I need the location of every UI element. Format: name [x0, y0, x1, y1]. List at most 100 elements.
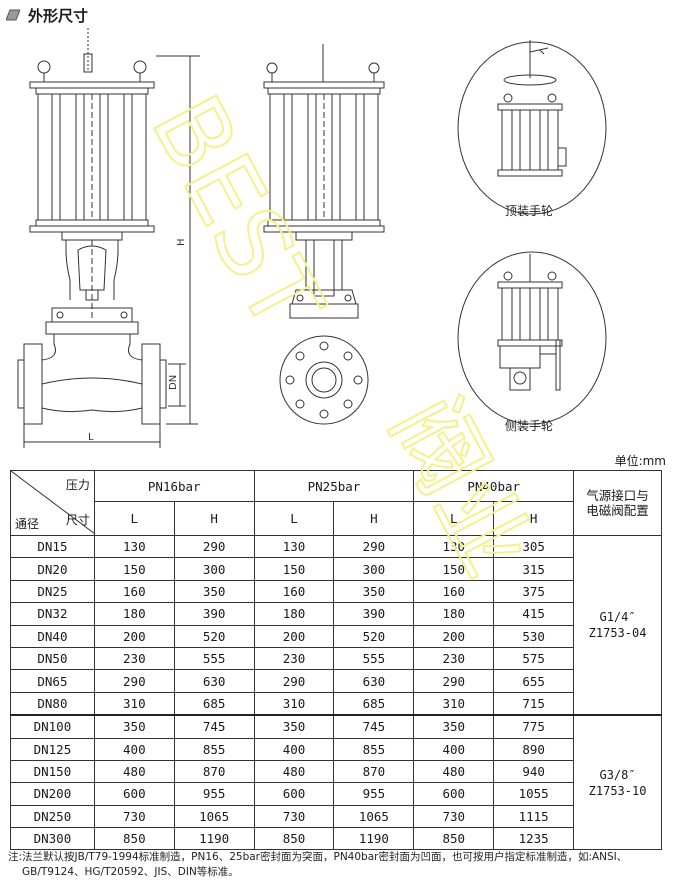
dimension-cell: 955	[173, 782, 255, 806]
corner-bore-label: 通径	[15, 517, 40, 531]
dimension-cell: 130	[253, 534, 335, 559]
dimension-cell: 730	[253, 804, 335, 829]
pressure-group-pn40: PN40bar	[413, 470, 575, 502]
dimension-cell: 400	[253, 737, 335, 761]
dimension-cell: 200	[93, 624, 175, 648]
dimension-table: 压力 尺寸 通径 PN16bar PN25bar PN40bar 气源接口与 电…	[10, 470, 662, 851]
config-header-line2: 电磁阀配置	[586, 503, 649, 518]
bore-cell: DN80	[10, 691, 95, 716]
dimension-cell: 290	[173, 534, 255, 559]
dimension-cell: 1235	[493, 827, 575, 851]
dimension-cell: 520	[333, 624, 415, 648]
dim-label-l: L	[88, 432, 94, 443]
dimension-cell: 350	[93, 714, 175, 739]
config-thread: G3/8″	[599, 767, 636, 782]
front-view-drawing	[17, 28, 200, 448]
dimension-cell: 600	[93, 782, 175, 806]
dimension-cell: 555	[333, 646, 415, 671]
dimension-cell: 730	[413, 804, 495, 829]
section-title: 外形尺寸	[28, 6, 89, 25]
header-row-dims: L H L H L H	[11, 501, 662, 536]
bore-cell: DN25	[10, 579, 95, 604]
dimension-cell: 160	[93, 579, 175, 604]
config-cell: G1/4″Z1753-04	[573, 535, 662, 716]
dimension-cell: 1115	[493, 804, 575, 829]
dimension-cell: 310	[93, 691, 175, 716]
top-handwheel-drawing	[457, 40, 607, 215]
dimension-cell: 230	[253, 646, 335, 671]
dimension-cell: 520	[173, 624, 255, 648]
dimension-cell: 300	[333, 557, 415, 581]
dimension-cell: 390	[333, 602, 415, 626]
dimension-cell: 955	[333, 782, 415, 806]
config-valve-model: Z1753-04	[588, 626, 647, 641]
dimension-cell: 130	[93, 534, 175, 559]
dimension-cell: 1190	[333, 827, 415, 851]
side-view-drawing	[263, 44, 385, 425]
dimension-cell: 160	[253, 579, 335, 604]
bore-cell: DN250	[10, 804, 95, 829]
bore-cell: DN125	[10, 737, 95, 761]
dimension-cell: 745	[333, 714, 415, 739]
dimension-cell: 415	[493, 602, 575, 626]
dimension-cell: 400	[93, 737, 175, 761]
bore-cell: DN200	[10, 782, 95, 806]
dimension-cell: 300	[173, 557, 255, 581]
corner-diagonal	[11, 471, 95, 534]
dimension-cell: 290	[93, 669, 175, 693]
dimension-cell: 855	[173, 737, 255, 761]
bore-cell: DN50	[10, 646, 95, 671]
dimension-cell: 150	[253, 557, 335, 581]
dimension-cell: 315	[493, 557, 575, 581]
bore-cell: DN40	[10, 624, 95, 648]
dimension-cell: 685	[333, 691, 415, 716]
dimension-cell: 600	[253, 782, 335, 806]
dimension-cell: 870	[333, 759, 415, 784]
config-thread: G1/4″	[599, 610, 636, 625]
header-row-pressure: 压力 尺寸 通径 PN16bar PN25bar PN40bar 气源接口与 电…	[10, 470, 662, 536]
bore-cell: DN100	[10, 714, 95, 739]
bore-cell: DN20	[10, 557, 95, 581]
side-handwheel-drawing	[457, 251, 607, 425]
dimension-cell: 890	[493, 737, 575, 761]
valve-drawings: H DN L	[17, 28, 607, 448]
dimension-cell: 350	[253, 714, 335, 739]
dimension-cell: 290	[413, 669, 495, 693]
dimension-cell: 655	[493, 669, 575, 693]
dimension-cell: 685	[173, 691, 255, 716]
dimension-cell: 350	[333, 579, 415, 604]
dim-label-dn: DN	[168, 375, 179, 390]
dimension-cell: 715	[493, 691, 575, 716]
dimension-cell: 480	[413, 759, 495, 784]
dimension-cell: 160	[413, 579, 495, 604]
sub-header-l: L	[253, 501, 335, 536]
section-header: 外形尺寸	[6, 4, 88, 26]
dimension-cell: 775	[493, 714, 575, 739]
dimension-cell: 200	[253, 624, 335, 648]
dimension-cell: 1065	[173, 804, 255, 829]
dimension-cell: 480	[93, 759, 175, 784]
dimension-cell: 940	[493, 759, 575, 784]
dimension-cell: 630	[173, 669, 255, 693]
dimension-cell: 850	[413, 827, 495, 851]
footnote-line2: GB/T9124、HG/T20592、JIS、DIN等标准。	[22, 866, 239, 878]
footnote: 注:法兰默认按JB/T79-1994标准制造，PN16、25bar密封面为突面，…	[8, 850, 670, 880]
dimension-cell: 575	[493, 646, 575, 671]
dimension-cell: 150	[413, 557, 495, 581]
corner-header-cell: 压力 尺寸 通径	[10, 470, 95, 536]
sub-header-h: H	[333, 501, 415, 536]
dim-label-h: H	[176, 238, 187, 246]
dimension-cell: 600	[413, 782, 495, 806]
parallelogram-icon	[6, 9, 20, 21]
dimension-cell: 350	[413, 714, 495, 739]
